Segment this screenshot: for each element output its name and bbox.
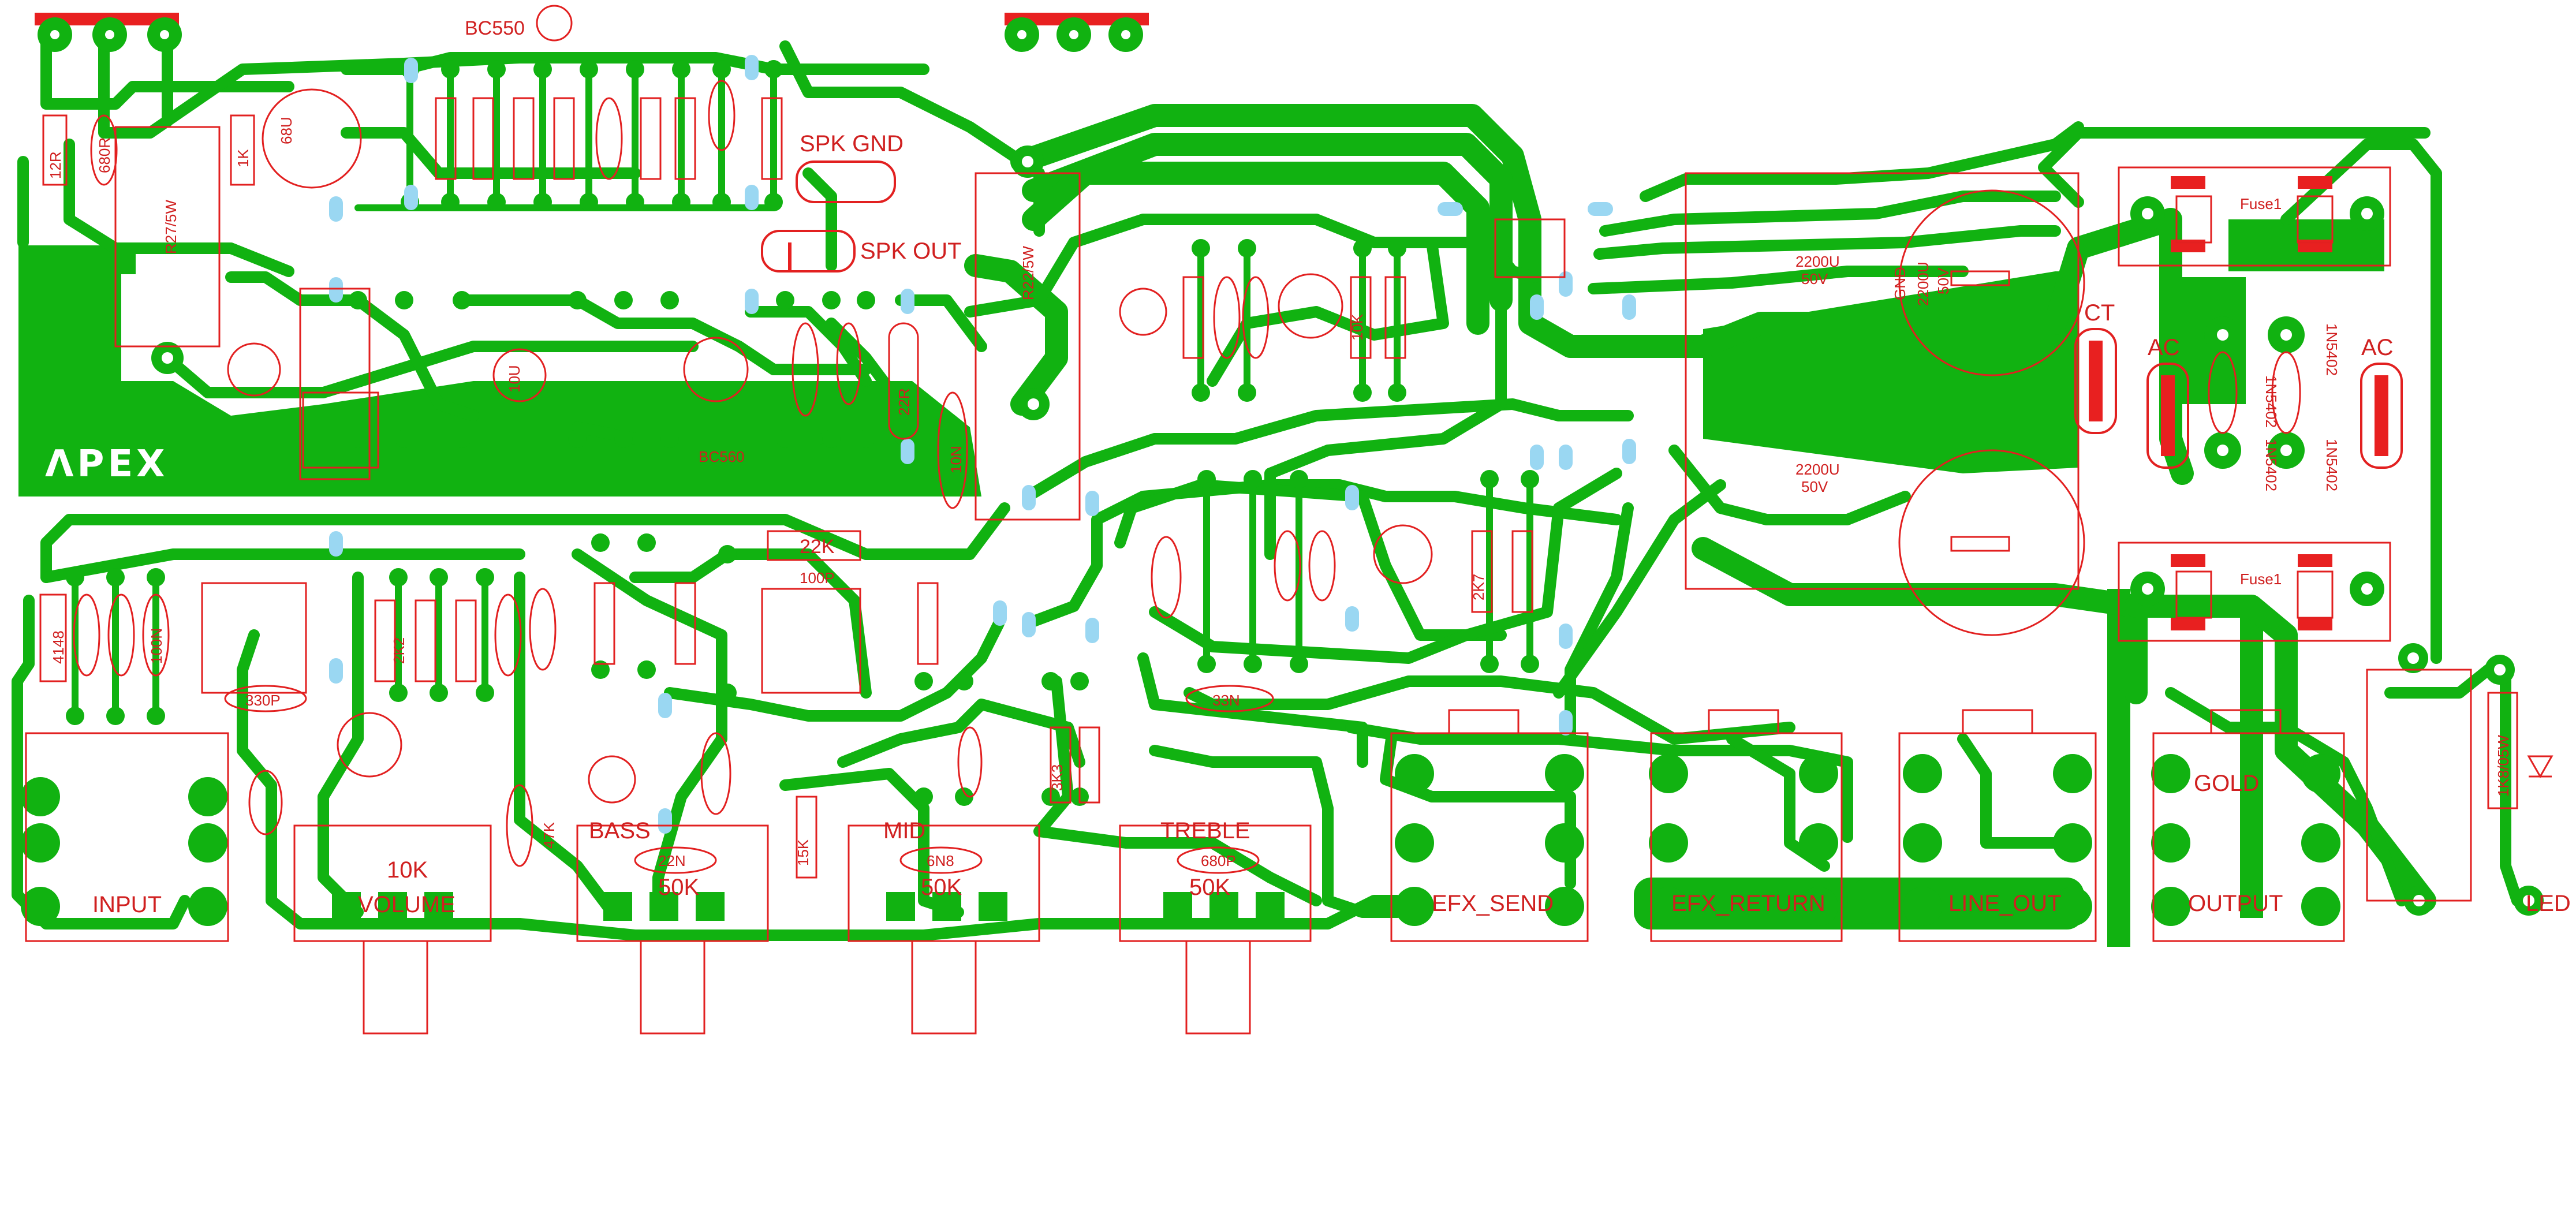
label-1k: 1K <box>234 149 252 167</box>
label-efx-return: EFX_RETURN <box>1671 891 1825 916</box>
label-ac-left: AC <box>2148 335 2180 360</box>
label-2k2: 2K2 <box>390 637 408 664</box>
label-volume-value: 10K <box>387 857 428 883</box>
label-output-jack: OUTPUT <box>2188 891 2283 916</box>
panel-labels: INPUT 10K VOLUME BASS 50K MID 50K TREBLE… <box>92 771 2571 917</box>
label-bc560: BC560 <box>699 448 745 465</box>
label-diode-1: 1N5402 <box>2263 375 2280 428</box>
label-mid-pot: MID <box>883 818 925 843</box>
silkscreen-labels: BC550 SPK GND SPK OUT BC560 22K 100P 33N… <box>47 17 2512 869</box>
vias <box>329 55 1636 834</box>
label-2k7: 2K7 <box>1470 574 1487 600</box>
label-ac-right: AC <box>2361 335 2394 360</box>
label-15k: 15K <box>794 839 812 866</box>
label-bass-value: 50K <box>658 875 699 900</box>
logo-text: ΛPEX <box>45 443 169 486</box>
silkscreen-outlines <box>25 5 2553 1035</box>
label-gold: GOLD <box>2194 771 2259 796</box>
label-diode-4: 1N5402 <box>2323 439 2340 491</box>
signal-traces <box>12 29 2523 941</box>
label-fuse1-bottom: Fuse1 <box>2240 570 2282 588</box>
label-22k: 22K <box>800 536 835 558</box>
speaker-power-connectors <box>35 13 1149 25</box>
label-volume-pot: VOLUME <box>358 892 456 917</box>
label-2200u-mid: 2200U <box>1914 262 1932 306</box>
label-treble-pot: TREBLE <box>1160 818 1250 843</box>
label-330p: 330P <box>245 692 281 709</box>
label-diode-2: 1N5402 <box>2323 323 2340 376</box>
label-6n8: 6N8 <box>927 852 954 869</box>
board-logo: ΛPEX <box>45 443 169 486</box>
component-pads <box>21 17 2544 926</box>
label-spk-out: SPK OUT <box>860 238 962 264</box>
label-efx-send: EFX_SEND <box>1432 891 1554 916</box>
label-2200u-top: 2200U <box>1795 253 1840 270</box>
label-22r: 22R <box>895 388 913 416</box>
label-input-jack: INPUT <box>92 892 162 917</box>
label-treble-value: 50K <box>1189 875 1230 900</box>
label-10u: 10U <box>506 365 523 393</box>
label-ct: CT <box>2084 300 2115 326</box>
label-2200u-bot: 2200U <box>1795 461 1840 478</box>
label-10n: 10N <box>947 446 965 473</box>
label-line-out: LINE_OUT <box>1948 891 2062 916</box>
label-10k: 10K <box>1349 313 1366 341</box>
label-fuse1-top: Fuse1 <box>2240 195 2282 212</box>
label-50v-bot: 50V <box>1801 478 1828 495</box>
label-1k8: 1K8/05W <box>2495 735 2512 797</box>
label-22n: 22N <box>658 852 686 869</box>
label-bc550: BC550 <box>465 17 525 39</box>
label-680r: 680R <box>96 137 113 173</box>
label-100p: 100P <box>800 569 835 587</box>
label-r22: R22/5W <box>1020 246 1037 300</box>
label-diode-3: 1N5402 <box>2263 439 2280 491</box>
label-50v-top: 50V <box>1801 270 1828 288</box>
label-50v-mid: 50V <box>1935 267 1952 294</box>
label-bass-pot: BASS <box>589 818 651 843</box>
label-4148: 4148 <box>50 630 67 664</box>
label-3k3: 3K3 <box>1048 764 1066 791</box>
label-100n: 100N <box>148 628 165 664</box>
label-spk-gnd: SPK GND <box>800 131 904 156</box>
label-gnd: GND <box>1891 267 1909 300</box>
label-led: LED <box>2526 891 2571 916</box>
label-mid-value: 50K <box>921 875 962 900</box>
label-33n: 33N <box>1212 692 1240 709</box>
label-47k: 47K <box>540 822 558 849</box>
label-12r: 12R <box>47 151 64 179</box>
label-r27: R27/5W <box>162 200 180 254</box>
label-680p: 680P <box>1201 852 1236 869</box>
label-68u: 68U <box>278 117 295 144</box>
